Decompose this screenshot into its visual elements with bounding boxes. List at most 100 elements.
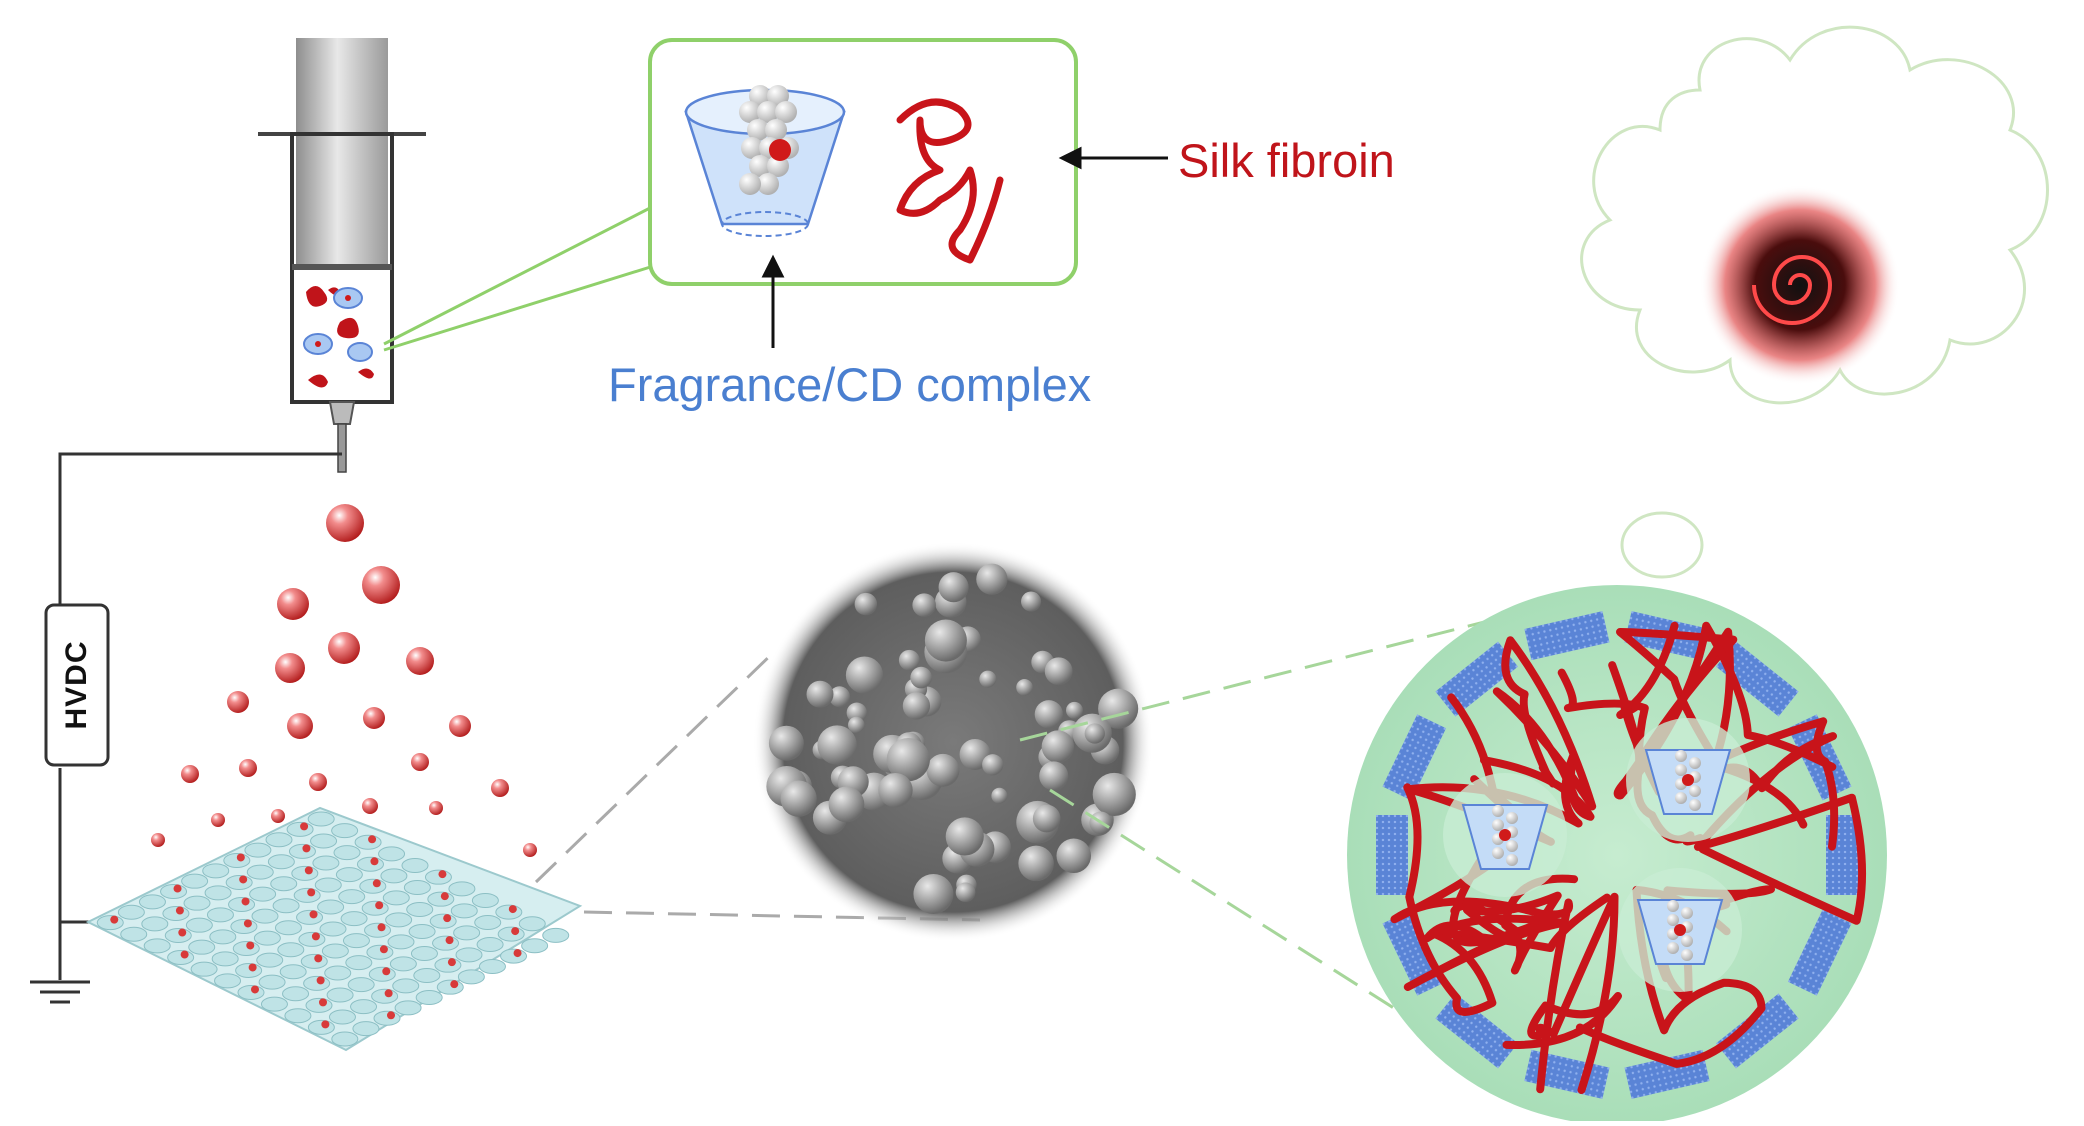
sem-sphere (991, 787, 1008, 804)
fabric-particle (440, 892, 449, 901)
fabric-particle (311, 932, 320, 941)
silk-chain (1403, 853, 1568, 991)
sem-sphere (982, 754, 1004, 776)
fabric-particle (314, 954, 323, 963)
fragrance-molecule (1499, 829, 1511, 841)
microsphere-icon (1347, 585, 1887, 1125)
sem-sphere (955, 882, 976, 903)
fabric-thread (328, 1009, 356, 1025)
sem-sphere (828, 786, 865, 823)
fabric-thread (408, 924, 436, 940)
fabric-thread (471, 892, 499, 908)
fabric-thread (181, 873, 209, 889)
sem-sphere (1044, 657, 1073, 686)
fabric-thread (448, 881, 476, 897)
droplet-spray (151, 504, 537, 857)
sem-sphere (924, 619, 967, 662)
fabric-thread (303, 975, 331, 991)
fabric-thread (450, 903, 478, 919)
fabric-thread (345, 955, 373, 971)
guest-atom (1506, 840, 1518, 852)
fabric-thread (307, 1019, 335, 1035)
sem-sphere (1018, 845, 1054, 882)
fragrance-molecule (1682, 774, 1694, 786)
sem-sphere (768, 725, 804, 761)
fabric-thread (164, 928, 192, 944)
guest-atom (1689, 785, 1701, 797)
fabric-particle (321, 1020, 330, 1029)
hatch-block (1787, 909, 1852, 996)
fabric-thread (500, 948, 528, 964)
fabric-thread (518, 916, 546, 932)
fabric-thread (167, 950, 195, 966)
fabric-thread (209, 929, 237, 945)
guest-atom (757, 101, 779, 123)
hvdc-label: HVDC (60, 640, 93, 730)
sem-sphere (878, 772, 913, 808)
sem-sphere (1092, 772, 1136, 817)
sem-sphere (938, 572, 969, 603)
sem-sphere (1039, 761, 1069, 791)
fabric-thread (352, 1021, 380, 1037)
guest-atom (767, 155, 789, 177)
silk-chain (1693, 732, 1867, 925)
fabric-particle (304, 866, 313, 875)
fabric-thread (406, 902, 434, 918)
fabric-thread (251, 908, 279, 924)
fabric-thread (314, 877, 342, 893)
fabric-particle (178, 928, 187, 937)
fabric-thread (120, 926, 148, 942)
guest-atom (1675, 750, 1687, 762)
guest-atom (1667, 914, 1679, 926)
silk-chain (1403, 783, 1611, 1016)
fabric-thread (359, 878, 387, 894)
fabric-thread (183, 895, 211, 911)
fabric-thread (340, 911, 368, 927)
cd-complex (1443, 773, 1567, 897)
fabric-thread (286, 821, 314, 837)
fabric-particle (445, 936, 454, 945)
fabric-thread (277, 942, 305, 958)
fragrance-arrow (761, 254, 785, 348)
fabric-particle (387, 1011, 395, 1020)
fabric-particle (236, 853, 245, 862)
fabric-particle (377, 923, 386, 932)
fabric-particle (438, 870, 447, 879)
fabric-thread (455, 947, 483, 963)
guest-atom (1492, 805, 1504, 817)
fabric-thread (413, 968, 441, 984)
fabric-thread (347, 977, 375, 993)
fabric-thread (429, 913, 457, 929)
sem-sphere (910, 666, 932, 689)
fabric-thread (267, 854, 295, 870)
silk-arrow (1058, 146, 1168, 170)
fabric-thread (378, 846, 406, 862)
fabric-thread (188, 939, 216, 955)
guest-atom (1492, 847, 1504, 859)
fabric-thread (354, 834, 382, 850)
cyclodextrin-icon (684, 85, 846, 237)
sem-sphere (912, 593, 936, 617)
fabric-thread (138, 894, 166, 910)
sem-micrograph (753, 542, 1153, 942)
cd-complex (1618, 868, 1742, 992)
fabric-thread (307, 811, 335, 827)
fabric-thread (321, 943, 349, 959)
fabric-particle (239, 875, 248, 884)
fabric-particle (370, 857, 379, 866)
guest-atom (1681, 907, 1693, 919)
zoom-lines-sem (534, 648, 981, 922)
fabric-particle (508, 905, 517, 914)
fabric-particle (379, 945, 388, 954)
fabric-particle (243, 919, 252, 928)
silk-chain (1502, 892, 1622, 1094)
sem-sphere (806, 680, 834, 708)
fabric-particle (319, 998, 327, 1007)
fabric-thread (190, 961, 218, 977)
fabric-thread (424, 869, 452, 885)
sem-sphere (1032, 804, 1061, 833)
fabric-thread (385, 912, 413, 928)
fabric-particle (307, 888, 316, 897)
fabric-thread (272, 898, 300, 914)
fabric-particle (309, 910, 318, 919)
